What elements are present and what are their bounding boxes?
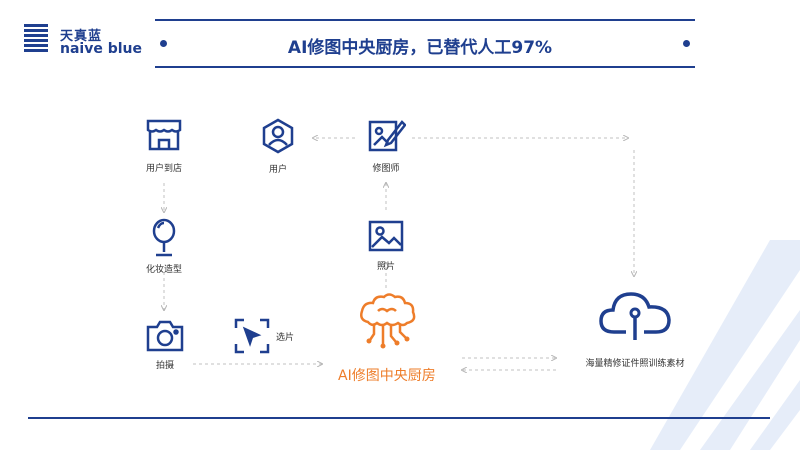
page-title: AI修图中央厨房，已替代人工97% xyxy=(287,38,553,58)
select-cursor-icon xyxy=(234,318,270,354)
ai-brain-icon xyxy=(360,293,416,349)
node-label-select: 选片 xyxy=(276,333,295,343)
user-icon xyxy=(262,118,294,154)
node-label-cloud: 海量精修证件照训练素材 xyxy=(585,359,685,369)
camera-icon xyxy=(146,320,184,352)
node-label-photo: 照片 xyxy=(376,262,395,272)
picture-icon xyxy=(368,220,404,252)
node-label-retoucher: 修图师 xyxy=(372,164,400,174)
storefront-icon xyxy=(146,119,182,151)
title-left-dot xyxy=(160,40,167,47)
bottom-rule xyxy=(28,417,770,419)
mirror-icon xyxy=(152,218,176,257)
brand-name-en: naive blue xyxy=(60,41,142,57)
brand-name-cn: 天真蓝 xyxy=(60,29,103,44)
decorative-stripes xyxy=(650,240,800,450)
brand-logo-icon xyxy=(24,24,48,52)
title-top-rule xyxy=(155,19,695,21)
title-bottom-rule xyxy=(155,66,695,68)
cloud-icon xyxy=(599,292,671,340)
node-label-shoot: 拍摄 xyxy=(155,361,174,371)
node-label-user: 用户 xyxy=(268,165,287,175)
node-label-store: 用户到店 xyxy=(145,164,182,174)
node-label-ai-kitchen: AI修图中央厨房 xyxy=(338,368,436,384)
node-label-makeup: 化妆造型 xyxy=(145,265,182,275)
edit-image-icon xyxy=(368,120,406,152)
title-right-dot xyxy=(683,40,690,47)
